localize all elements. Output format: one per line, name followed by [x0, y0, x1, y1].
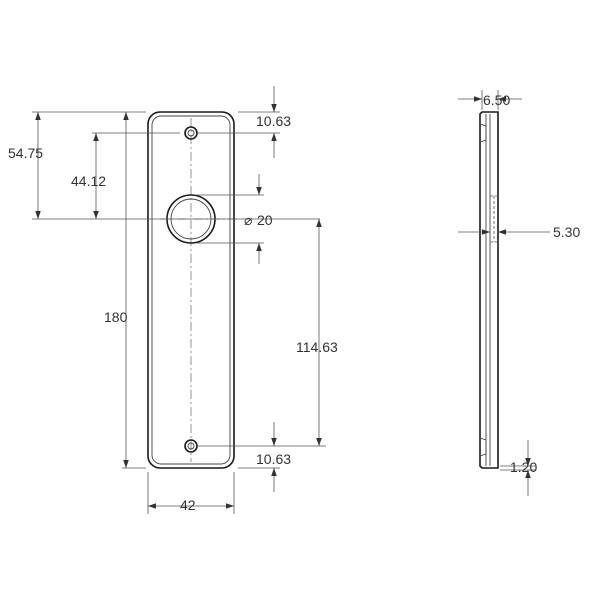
dim-plate-thickness: 6.50 — [483, 92, 510, 108]
dim-boss-depth: 5.30 — [553, 224, 580, 240]
dim-edge-thickness: 1.20 — [510, 459, 537, 475]
side-profile-outline — [479, 111, 499, 469]
dim-bottom-hole-offset: 10.63 — [256, 451, 291, 467]
side-dimensions: 6.50 5.30 1.20 — [458, 90, 580, 496]
side-view — [479, 111, 499, 469]
dim-bore-to-bottom-hole: 114.63 — [296, 339, 338, 355]
dim-bore-diameter: 20 — [257, 212, 273, 228]
dim-plate-width: 42 — [180, 497, 196, 513]
dim-hole-to-bore-center: 44.12 — [71, 173, 106, 189]
dim-top-hole-offset: 10.63 — [256, 113, 291, 129]
front-dimensions: 54.75 44.12 180 ⌀ 20 114.63 10.63 10.63 — [8, 86, 338, 514]
front-view — [147, 111, 240, 469]
dim-total-height: 180 — [104, 309, 128, 325]
plate-outline — [147, 111, 235, 469]
top-screw-hole — [184, 126, 198, 140]
plate-inner-edge — [151, 115, 231, 465]
bore-diameter-symbol: ⌀ — [244, 212, 253, 228]
dim-top-to-bore-center: 54.75 — [8, 145, 43, 161]
